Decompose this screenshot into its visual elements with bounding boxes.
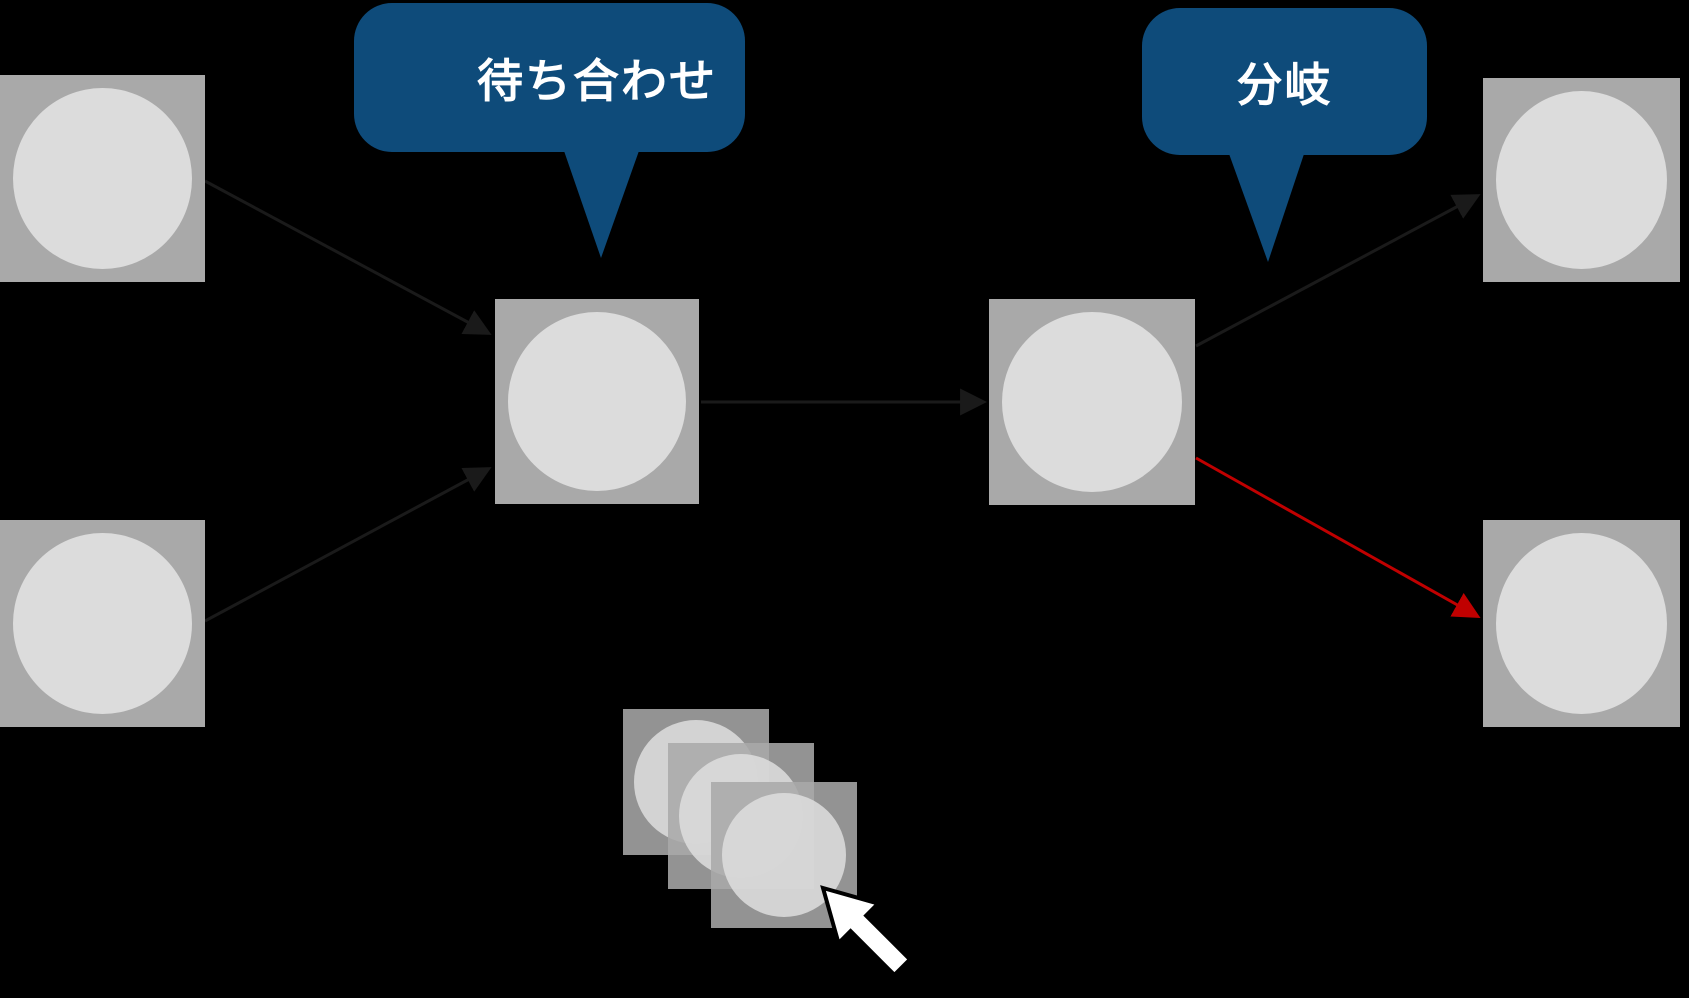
node-target-bottom[interactable] <box>1483 520 1680 727</box>
node-circle <box>1496 91 1667 269</box>
flow-arrow-source-bottom-to-join <box>204 467 492 623</box>
node-stack-front[interactable] <box>711 782 857 928</box>
node-circle <box>1496 533 1667 714</box>
callout-join: 待ち合わせ <box>354 3 745 152</box>
flow-arrow-branch-to-target-bottom-highlighted <box>1195 456 1481 618</box>
callout-branch: 分岐 <box>1142 8 1427 155</box>
callout-join-label: 待ち合わせ <box>477 54 717 107</box>
node-source-top[interactable] <box>0 75 205 282</box>
node-target-top[interactable] <box>1483 78 1680 282</box>
node-circle <box>722 793 846 917</box>
callout-branch-tail <box>1228 151 1305 262</box>
node-circle <box>508 312 686 491</box>
node-circle <box>1002 312 1182 492</box>
node-join[interactable] <box>495 299 699 504</box>
flow-arrow-source-top-to-join <box>204 179 492 335</box>
node-branch[interactable] <box>989 299 1195 505</box>
callout-join-tail <box>563 148 640 258</box>
callout-branch-label: 分岐 <box>1236 58 1333 111</box>
node-circle <box>13 533 192 714</box>
node-circle <box>13 88 192 269</box>
flow-arrow-branch-to-target-top <box>1195 194 1481 348</box>
node-source-bottom[interactable] <box>0 520 205 727</box>
